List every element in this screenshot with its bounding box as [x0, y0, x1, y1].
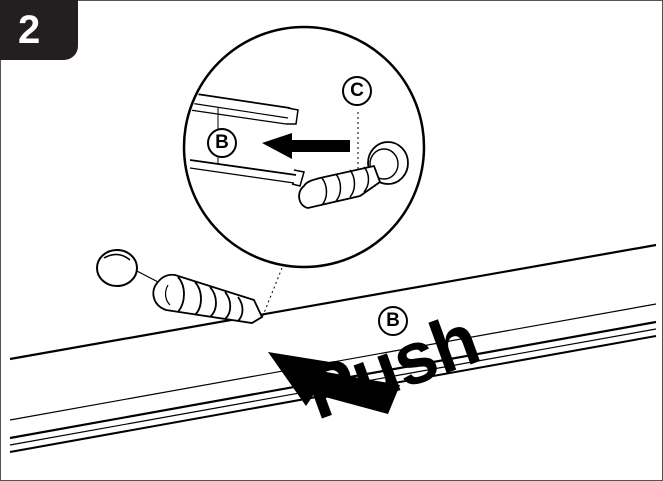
step-badge: 2	[0, 0, 78, 60]
callout-part-b-main: B	[378, 306, 408, 336]
push-arrow-icon	[268, 352, 400, 414]
zoom-leader-line	[261, 267, 283, 319]
callout-part-b-detail: B	[207, 128, 237, 158]
step-number: 2	[18, 8, 41, 52]
callout-part-c-detail: C	[342, 76, 372, 106]
wall-anchor-icon	[152, 273, 264, 324]
screw-cap-icon	[96, 249, 161, 287]
detail-push-arrow-icon	[262, 133, 350, 159]
